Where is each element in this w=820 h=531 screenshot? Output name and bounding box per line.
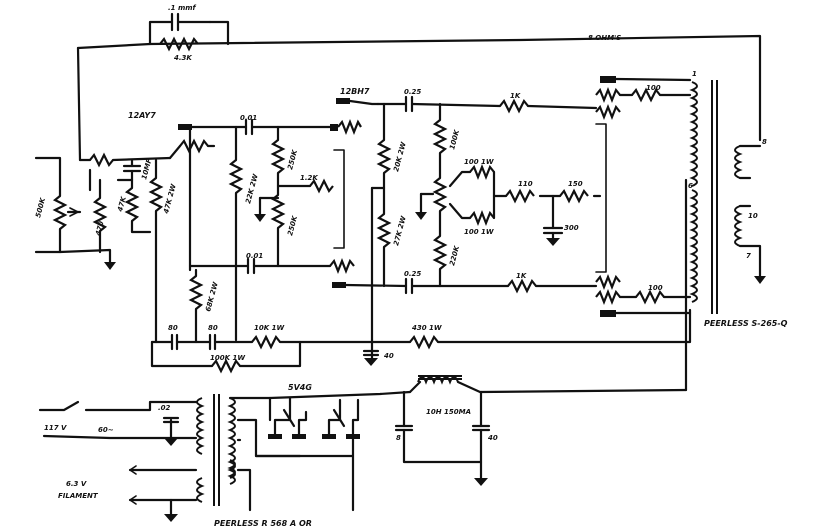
res-10k-1w-label: 10K 1W bbox=[254, 324, 284, 332]
res-47k-2w-label: 47K 2W bbox=[162, 183, 178, 215]
res-47k-label: 47K bbox=[116, 195, 128, 212]
ot-pin-1: 1 bbox=[692, 70, 697, 78]
cap-top-label: .1 mmf bbox=[168, 4, 197, 12]
pot-500k-label: 500K bbox=[34, 197, 47, 219]
res-100-1w-a-label: 100 1W bbox=[464, 158, 494, 166]
filament-voltage-label: 6.3 V bbox=[66, 480, 87, 488]
cap-300-label: 300 bbox=[564, 224, 579, 232]
res-100-1w-b-label: 100 1W bbox=[464, 228, 494, 236]
ground-symbols bbox=[104, 196, 766, 522]
res-27k-label: 27K 2W bbox=[392, 215, 408, 247]
bias-network bbox=[332, 95, 602, 360]
cap-001-top-label: 0.01 bbox=[240, 114, 257, 122]
res-top-label: 4.3K bbox=[174, 54, 192, 62]
res-20k-label: 20K 2W bbox=[392, 141, 408, 173]
res-100-bot-label: 100 bbox=[648, 284, 663, 292]
power-supply bbox=[38, 375, 688, 516]
cap-10mf-label: 10MF bbox=[140, 157, 153, 180]
tube-12ay7-label: 12AY7 bbox=[128, 111, 156, 120]
tube-12bh7-label: 12BH7 bbox=[340, 87, 370, 96]
res-100k-1w-label: 100K 1W bbox=[210, 354, 245, 362]
res-1k-bot-label: 1K bbox=[516, 272, 527, 280]
output-transformer-label: PEERLESS S-265-Q bbox=[704, 319, 788, 328]
res-150-label: 150 bbox=[568, 180, 583, 188]
ot-pin-6: 6 bbox=[688, 182, 693, 190]
feedback-loop bbox=[76, 12, 762, 162]
res-1-2k-label: 1.2K bbox=[300, 174, 318, 182]
input-section bbox=[34, 124, 248, 344]
res-100k-label: 100K bbox=[448, 129, 461, 151]
power-transformer-label: PEERLESS R 568 A OR bbox=[214, 519, 312, 528]
ot-pin-8: 8 bbox=[762, 138, 767, 146]
rectifier-tube-label: 5V4G bbox=[288, 383, 312, 392]
output-8ohm-label: 8 OHM'S bbox=[588, 34, 621, 42]
res-22k-label: 22K 2W bbox=[244, 173, 260, 205]
res-250k-b-label: 250K bbox=[286, 215, 299, 237]
res-68k-label: 68K 2W bbox=[204, 281, 220, 313]
mains-frequency-label: 60~ bbox=[98, 426, 114, 434]
cap-02-label: .02 bbox=[158, 404, 171, 412]
cap-40-label: 40 bbox=[384, 352, 394, 360]
output-stage bbox=[595, 76, 762, 392]
ot-pin-10: 10 bbox=[748, 212, 758, 220]
mains-voltage-label: 117 V bbox=[44, 424, 67, 432]
filament-label: FILAMENT bbox=[58, 492, 99, 500]
cap-80b-label: 80 bbox=[208, 324, 218, 332]
res-220k-label: 220K bbox=[448, 245, 461, 267]
bplus-rail bbox=[150, 308, 692, 374]
cap-8-label: 8 bbox=[396, 434, 401, 442]
cap-025-bot-label: 0.25 bbox=[404, 270, 421, 278]
cap-001-mid-label: 0.01 bbox=[246, 252, 263, 260]
res-430-1w-label: 430 1W bbox=[412, 324, 442, 332]
cap-80a-label: 80 bbox=[168, 324, 178, 332]
res-1k-top-label: 1K bbox=[510, 92, 521, 100]
res-250k-a-label: 250K bbox=[286, 149, 299, 171]
cap-40b-label: 40 bbox=[488, 434, 498, 442]
res-110-label: 110 bbox=[518, 180, 533, 188]
res-470-label: 470 bbox=[94, 220, 106, 236]
ot-pin-7: 7 bbox=[746, 252, 751, 260]
driver-section bbox=[188, 118, 362, 344]
res-100-top-label: 100 bbox=[646, 84, 661, 92]
cap-025-top-label: 0.25 bbox=[404, 88, 421, 96]
choke-label: 10H 150MA bbox=[426, 408, 471, 416]
